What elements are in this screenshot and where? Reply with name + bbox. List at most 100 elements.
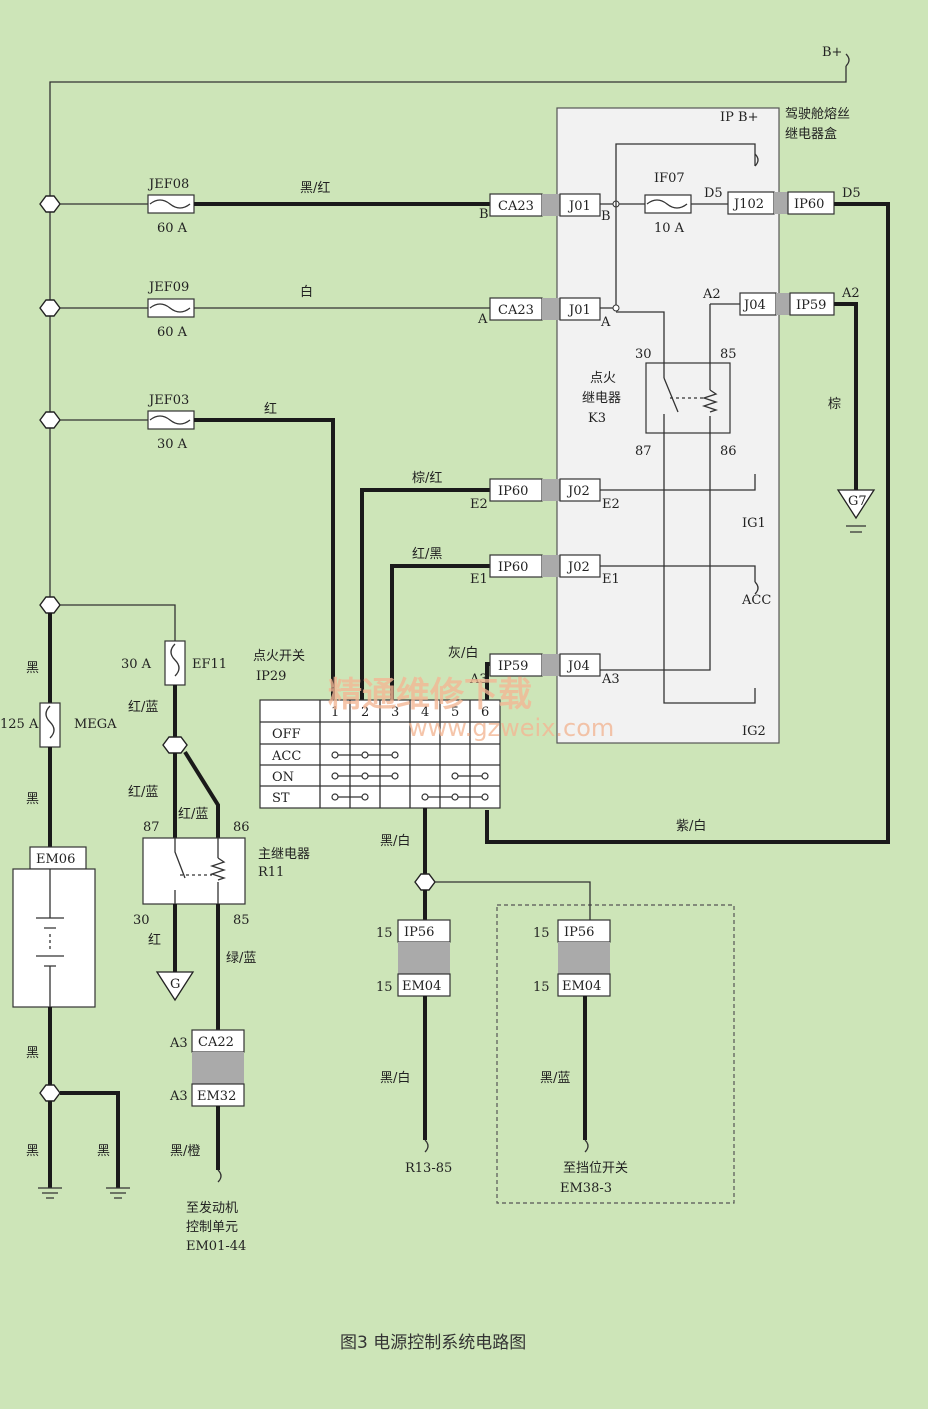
wire-black-white-top: 黑/白 [380,833,410,849]
ip59-label-a3: IP59 [498,659,528,674]
r11-pin-85: 85 [233,913,250,928]
k3-id: K3 [588,411,606,426]
j04-connector-a3 [559,653,601,677]
wire-black-1: 黑 [26,661,39,676]
pin-a3-ca22: A3 [169,1036,188,1051]
fuse-box-title-1: 驾驶舱熔丝 [785,107,850,122]
pin-15-ip56-left: 15 [376,926,393,941]
jef03-rating: 30 A [157,437,188,452]
j01-connector-a [559,297,601,321]
wire-red: 红 [264,401,277,417]
wire-red-2: 红 [148,932,161,948]
optional-box [496,904,735,1204]
switch-col-1: 1 [331,705,339,720]
ip56-label-left: IP56 [404,925,434,940]
ca22-label: CA22 [198,1035,234,1050]
em06-label: EM06 [36,852,75,867]
ip60-label-d5: IP60 [794,197,824,212]
pin-d5-inner: D5 [704,186,723,201]
k3-name-2: 继电器 [582,391,621,406]
dest-gear-id: EM38-3 [560,1181,612,1196]
wire-red-blue-1: 红/蓝 [128,699,158,715]
j02-label-e2: J02 [566,484,590,499]
k3-pin-86: 86 [720,444,737,459]
jef03-name: JEF03 [147,393,189,408]
em32-label: EM32 [197,1089,236,1104]
r11-id: R11 [258,865,284,880]
j01-label-a: J01 [567,303,591,318]
splice-node [39,596,61,614]
wire-brown-red: 棕/红 [412,470,442,486]
pin-a2-inner: A2 [702,287,721,302]
j04-label-a3: J04 [566,659,590,674]
splice-node [39,299,61,317]
pin-a3-inner: A3 [601,672,620,687]
pin-b: B [479,207,489,222]
pin-a: A [477,312,488,327]
pin-d5: D5 [842,186,861,201]
fuse-box-title-2: 继电器盒 [785,126,837,142]
dest-r13: R13-85 [405,1161,452,1176]
wire-gray-white: 灰/白 [448,645,478,661]
ip60-label-e1: IP60 [498,560,528,575]
switch-id: IP29 [256,669,286,684]
ignition-relay-k3 [645,362,731,434]
dest-ecu-id: EM01-44 [186,1239,246,1254]
wire-green-blue: 绿/蓝 [226,951,256,966]
em04-label-right: EM04 [562,979,601,994]
ip59-label: IP59 [796,298,826,313]
k3-pin-30: 30 [635,347,652,362]
main-relay-r11 [142,837,246,905]
g7-ground-symbol [836,489,876,520]
dest-ecu-1: 至发动机 [186,1200,238,1216]
switch-row-on: ON [272,770,294,785]
wire-red-blue-2: 红/蓝 [128,784,158,800]
switch-row-st: ST [272,791,290,806]
if07-name: IF07 [654,171,685,186]
figure-caption: 图3 电源控制系统电路图 [340,1333,526,1353]
mega-fuse [39,702,61,748]
pin-e1: E1 [470,572,488,587]
g7-label: G7 [848,494,867,509]
wire-brown: 棕 [828,397,841,412]
splice-node [162,736,188,754]
r11-name: 主继电器 [258,847,310,862]
wire-red-blue-3: 红/蓝 [178,806,208,822]
pin-e2-inner: E2 [602,497,620,512]
ip60-label-e2: IP60 [498,484,528,499]
j02-label-e1: J02 [566,560,590,575]
r11-pin-86: 86 [233,820,250,835]
switch-row-acc: ACC [271,749,301,764]
dest-gear-1: 至挡位开关 [563,1161,628,1176]
ca23-label-a: CA23 [498,303,534,318]
pin-a2: A2 [841,286,860,301]
ca23-label: CA23 [498,199,534,214]
j01-connector [559,193,601,217]
ignition-switch-ip29 [259,699,501,809]
pin-a3-em32: A3 [169,1089,188,1104]
j102-label: J102 [732,197,764,212]
wire-purple-white: 紫/白 [676,818,706,834]
jef09-rating: 60 A [157,325,188,340]
wire-black-blue: 黑/蓝 [540,1071,570,1086]
wire-black-2: 黑 [26,792,39,807]
dest-ecu-2: 控制单元 [186,1220,238,1235]
if07-rating: 10 A [654,221,685,236]
pin-15-em04-right: 15 [533,980,550,995]
pin-e2: E2 [470,497,488,512]
switch-col-3: 3 [391,705,399,720]
g-label: G [170,977,180,992]
splice-node [39,411,61,429]
bplus-label: B+ [822,45,842,60]
switch-col-2: 2 [361,705,369,720]
ip56-label-right: IP56 [564,925,594,940]
wire-black-white-bottom: 黑/白 [380,1070,410,1086]
pin-15-em04-left: 15 [376,980,393,995]
watermark-url: www.gzweix.com [408,714,614,742]
jef08-rating: 60 A [157,221,188,236]
em04-label-left: EM04 [402,979,441,994]
ipb-label: IP B+ [720,110,758,125]
switch-title: 点火开关 [253,649,305,664]
splice-node [414,873,436,891]
